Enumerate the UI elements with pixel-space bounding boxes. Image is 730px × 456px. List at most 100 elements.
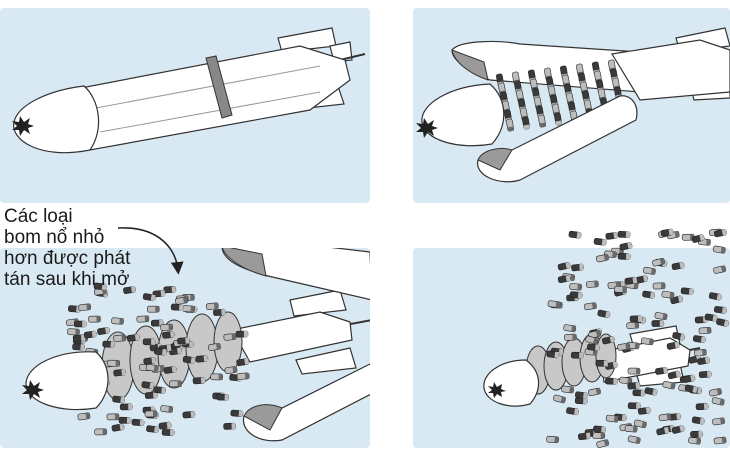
- bomblet: [547, 300, 561, 308]
- nose-cone: [483, 359, 540, 407]
- bomblet: [152, 290, 166, 298]
- bomblet: [119, 403, 133, 411]
- bomblet: [131, 418, 145, 427]
- bomblet: [635, 275, 649, 284]
- bomblet: [563, 324, 577, 332]
- lower-casing-half: [477, 95, 638, 183]
- bomblet: [230, 409, 244, 417]
- bomblet: [624, 276, 638, 285]
- bomblet: [627, 381, 641, 390]
- bomblet: [690, 430, 703, 438]
- bomblet: [595, 359, 609, 367]
- bomblet: [566, 407, 579, 416]
- bomblet: [627, 367, 641, 375]
- bomblet: [680, 287, 694, 295]
- bomblet: [694, 316, 708, 324]
- bomblet: [652, 282, 666, 290]
- bomblet: [713, 306, 727, 314]
- bomblet: [97, 327, 110, 335]
- fuze-icon: [12, 116, 34, 136]
- bomblet: [642, 290, 655, 299]
- bomblet: [88, 315, 101, 323]
- bomblet: [106, 413, 120, 421]
- bomblet: [588, 387, 601, 397]
- bomblet: [588, 330, 602, 339]
- bomblet: [153, 386, 166, 394]
- bomblet: [182, 355, 196, 364]
- bomblet: [235, 330, 249, 338]
- bomblet: [111, 423, 125, 432]
- bomblet: [569, 291, 583, 299]
- bomblet: [223, 422, 236, 430]
- bomblet: [632, 389, 646, 397]
- stage-2-bomb: [416, 27, 730, 183]
- bomblet: [583, 302, 597, 311]
- bomblet: [83, 330, 97, 339]
- bomblet: [605, 414, 619, 423]
- bomblet: [617, 230, 631, 238]
- bomblet: [666, 341, 680, 350]
- bomblet: [708, 292, 722, 301]
- bomblet: [684, 384, 698, 394]
- bomblet: [143, 357, 157, 365]
- fuze-icon: [416, 118, 438, 138]
- bomblet: [208, 343, 221, 351]
- bomblet: [574, 391, 588, 400]
- bomblet: [111, 317, 124, 325]
- fuze-icon: [488, 382, 506, 398]
- bomblet: [626, 321, 640, 330]
- bomblet: [658, 413, 672, 422]
- bomblet: [605, 232, 619, 240]
- bomblet: [144, 391, 158, 399]
- bomblet: [693, 349, 707, 357]
- bomblet: [213, 308, 226, 316]
- bomblet: [597, 309, 611, 319]
- bomblet: [716, 318, 730, 327]
- bomblet: [601, 335, 615, 345]
- bomblet: [136, 315, 150, 323]
- bomblet: [216, 393, 230, 401]
- bomblet: [640, 337, 654, 346]
- bomblet: [160, 323, 173, 331]
- bomblet: [624, 425, 638, 433]
- bomblet: [698, 327, 712, 335]
- nose-cone: [13, 85, 100, 154]
- bomblet: [142, 293, 156, 302]
- bomblet: [554, 112, 562, 126]
- stage-3-bomb: [22, 248, 370, 442]
- bomblet: [141, 381, 155, 390]
- bomblet: [627, 435, 641, 444]
- caption-line-2: bom nổ nhỏ: [4, 227, 105, 248]
- nose-cone: [421, 83, 505, 147]
- bomblet: [587, 343, 600, 351]
- bomblet: [627, 402, 641, 410]
- bomblet: [698, 370, 712, 379]
- caption-line-4: tán sau khi mở: [4, 269, 130, 290]
- bomblet: [671, 261, 685, 271]
- bomblet: [713, 265, 727, 274]
- bomblet: [169, 347, 182, 356]
- bomblet: [695, 403, 709, 411]
- bomblet: [644, 387, 658, 396]
- bomblet: [102, 340, 116, 348]
- bomblet: [170, 303, 184, 311]
- bomblet: [595, 254, 609, 263]
- bomblet: [712, 245, 726, 254]
- bomblet-caption: Các loại bom nổ nhỏ hơn được phát tán sa…: [4, 206, 204, 290]
- bomblet: [192, 376, 206, 385]
- bomblet: [546, 350, 560, 359]
- bomblet: [546, 435, 559, 443]
- caption-line-3: hơn được phát: [4, 248, 131, 269]
- bomblet: [144, 410, 158, 418]
- bomblet: [175, 296, 188, 305]
- bomblet: [585, 335, 599, 345]
- bomblet: [67, 328, 80, 336]
- bomblet: [619, 376, 633, 385]
- bomblet: [662, 381, 676, 390]
- bomblet: [655, 366, 668, 375]
- scattered-bomblets: [546, 228, 730, 448]
- bomblet: [162, 331, 175, 339]
- bomblet: [570, 351, 584, 359]
- bomblet: [522, 116, 530, 130]
- bomblet: [596, 439, 610, 448]
